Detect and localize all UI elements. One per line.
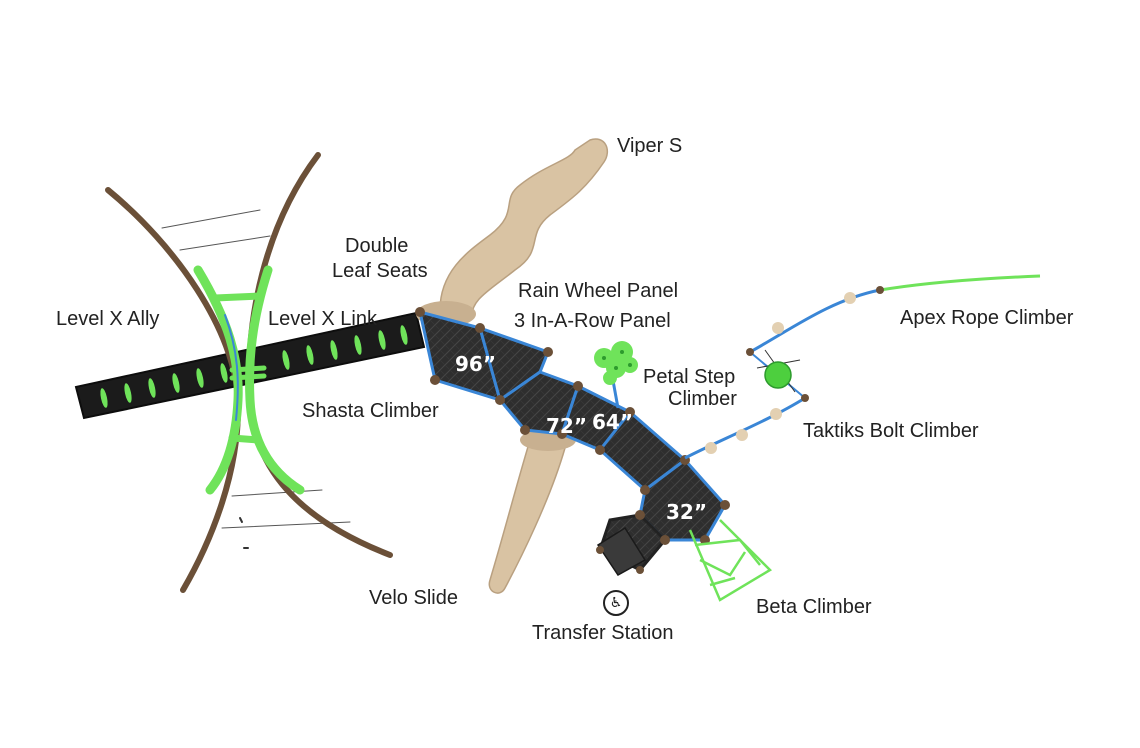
beta-climber bbox=[688, 519, 773, 602]
transfer-station-steps bbox=[596, 526, 647, 576]
label-double-leaf-seats-line-1: Double bbox=[345, 235, 409, 257]
label-double-leaf-seats-line-2: Leaf Seats bbox=[332, 260, 428, 282]
label-beta-climber: Beta Climber bbox=[756, 596, 872, 618]
label-velo-slide: Velo Slide bbox=[369, 587, 458, 609]
petal-step-climber bbox=[594, 341, 638, 409]
deck-height-32: 32” bbox=[666, 500, 707, 524]
rope-climbers bbox=[684, 274, 1041, 460]
label-level-x-ally: Level X Ally bbox=[56, 308, 160, 330]
velo-slide bbox=[488, 429, 576, 594]
level-x-climber bbox=[105, 152, 393, 593]
label-transfer-station: Transfer Station bbox=[532, 622, 674, 644]
label-level-x-link: Level X Link bbox=[268, 308, 377, 330]
deck-height-64: 64” bbox=[592, 410, 633, 434]
label-rain-wheel-panel: Rain Wheel Panel bbox=[518, 280, 679, 302]
label-apex-rope-climber: Apex Rope Climber bbox=[900, 307, 1074, 329]
rope-climber-posts bbox=[705, 286, 884, 454]
label-petal-step-climber-line-2: Climber bbox=[668, 388, 737, 410]
label-taktiks-bolt-climber: Taktiks Bolt Climber bbox=[803, 420, 979, 442]
wheelchair-accessibility-icon: ♿ bbox=[603, 590, 629, 616]
deck-height-72: 72” bbox=[546, 414, 587, 438]
label-3-in-a-row-panel: 3 In-A-Row Panel bbox=[514, 310, 671, 332]
label-shasta-climber: Shasta Climber bbox=[302, 400, 439, 422]
label-viper-s: Viper S bbox=[617, 135, 683, 157]
label-petal-step-climber-line-1: Petal Step bbox=[643, 366, 736, 388]
deck-height-96: 96” bbox=[455, 352, 496, 376]
